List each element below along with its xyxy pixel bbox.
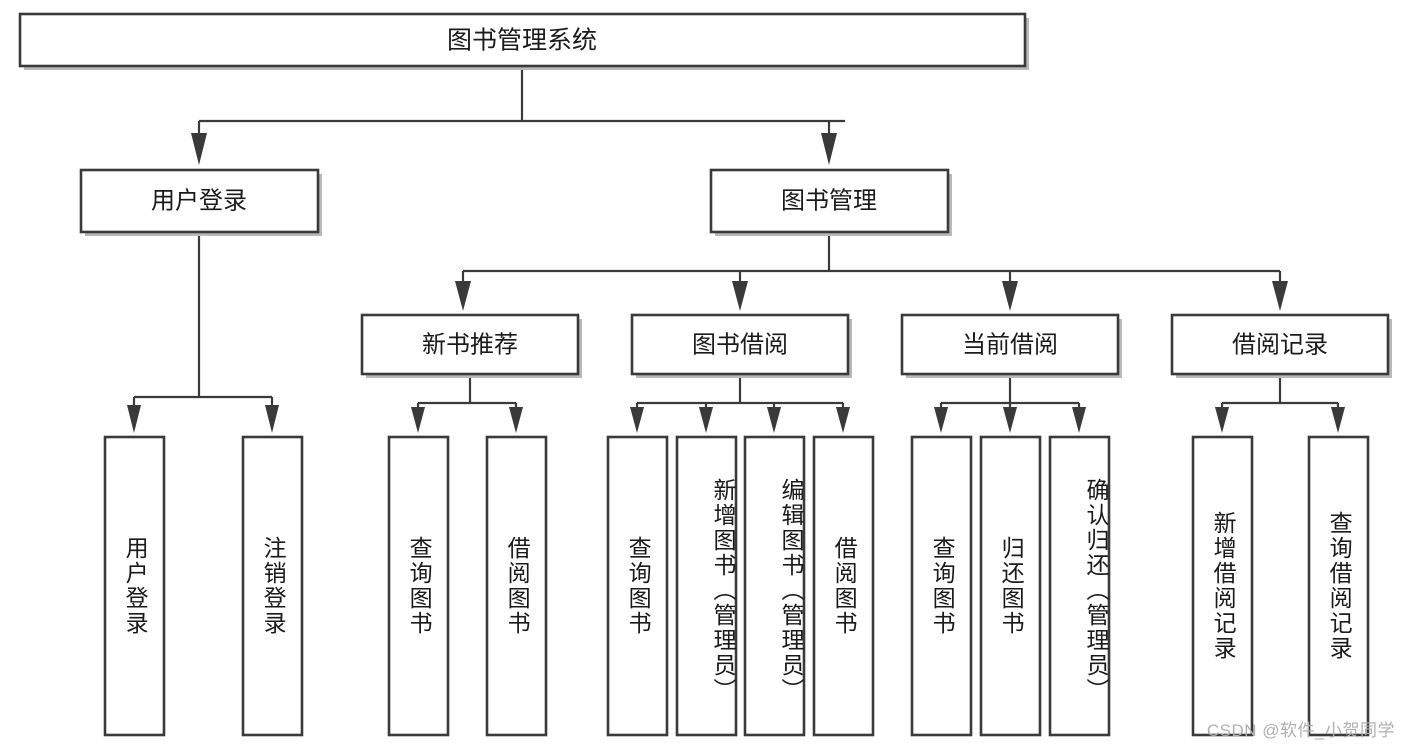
arrow-head-leaf-borrow-book-2 [836,407,850,433]
node-book-borrow-box[interactable] [630,313,850,376]
node-current-borrow-label: 当前借阅 [962,331,1058,358]
node-new-book-recommend-label: 新书推荐 [422,331,518,358]
node-root-box[interactable] [18,12,1027,68]
arrow-head-leaf-return-book [1003,407,1017,433]
arrow-head-book-borrow [732,281,748,311]
arrow-head-leaf-query-record [1331,407,1345,433]
node-book-management-box[interactable] [709,168,950,234]
arrow-head-leaf-add-record [1215,407,1229,433]
arrow-head-book-management [821,133,837,165]
arrow-head-leaf-confirm-return [1072,407,1086,433]
arrow-head-leaf-logout-login [265,405,279,433]
leaf-box-query-book-3[interactable] [910,435,973,737]
csdn-watermark: CSDN @软件_小贺同学 [1206,721,1395,740]
node-borrow-record-box[interactable] [1170,313,1390,376]
leaf-box-confirm-return[interactable] [1048,435,1111,737]
node-book-borrow[interactable]: 图书借阅 [630,313,852,378]
node-root[interactable]: 图书管理系统 [18,12,1029,70]
connector-group-root [191,66,845,165]
node-borrow-record-label: 借阅记录 [1232,331,1328,358]
arrow-head-user-login [191,133,207,165]
arrow-head-leaf-query-book-3 [934,407,948,433]
arrow-head-current-borrow [1002,281,1018,311]
leaf-box-logout-login[interactable] [241,435,304,737]
arrow-head-leaf-borrow-book-1 [509,407,523,433]
leaf-box-return-book[interactable] [979,435,1042,737]
leaf-box-borrow-book-2[interactable] [812,435,875,737]
node-current-borrow-box[interactable] [900,313,1120,376]
leaf-box-query-record[interactable] [1307,435,1370,737]
connector-group-new-book-recommend [411,374,523,433]
arrow-head-leaf-edit-book [767,407,781,433]
connector-group-current-borrow [934,374,1086,433]
arrow-head-new-book-recommend [455,281,471,311]
node-user-login[interactable]: 用户登录 [79,168,322,236]
arrow-head-borrow-record [1272,281,1288,311]
node-new-book-recommend[interactable]: 新书推荐 [360,313,582,378]
node-book-borrow-label: 图书借阅 [692,331,788,358]
node-current-borrow[interactable]: 当前借阅 [900,313,1122,378]
connector-group-book-borrow [630,374,850,433]
leaf-box-borrow-book-1[interactable] [485,435,548,737]
connector-group-borrow-record [1215,374,1345,433]
arrow-head-leaf-query-book-2 [630,407,644,433]
node-borrow-record[interactable]: 借阅记录 [1170,313,1392,378]
connector-group-book-management [455,232,1288,311]
node-user-login-box[interactable] [79,168,320,234]
leaf-box-query-book-2[interactable] [606,435,669,737]
leaf-box-edit-book[interactable] [743,435,806,737]
leaf-box-add-book[interactable] [675,435,738,737]
arrow-head-leaf-add-book [699,407,713,433]
leaf-boxes [103,435,1370,737]
leaf-box-add-record[interactable] [1191,435,1254,737]
node-book-management-label: 图书管理 [781,187,877,214]
node-root-label: 图书管理系统 [447,27,597,55]
leaf-box-query-book-1[interactable] [387,435,450,737]
node-book-management[interactable]: 图书管理 [709,168,952,236]
connector-group-user-login [127,232,279,433]
leaf-box-user-login[interactable] [103,435,166,737]
node-user-login-label: 用户登录 [151,187,247,214]
node-new-book-recommend-box[interactable] [360,313,580,376]
arrow-head-leaf-user-login [127,405,141,433]
arrow-head-leaf-query-book-1 [411,407,425,433]
